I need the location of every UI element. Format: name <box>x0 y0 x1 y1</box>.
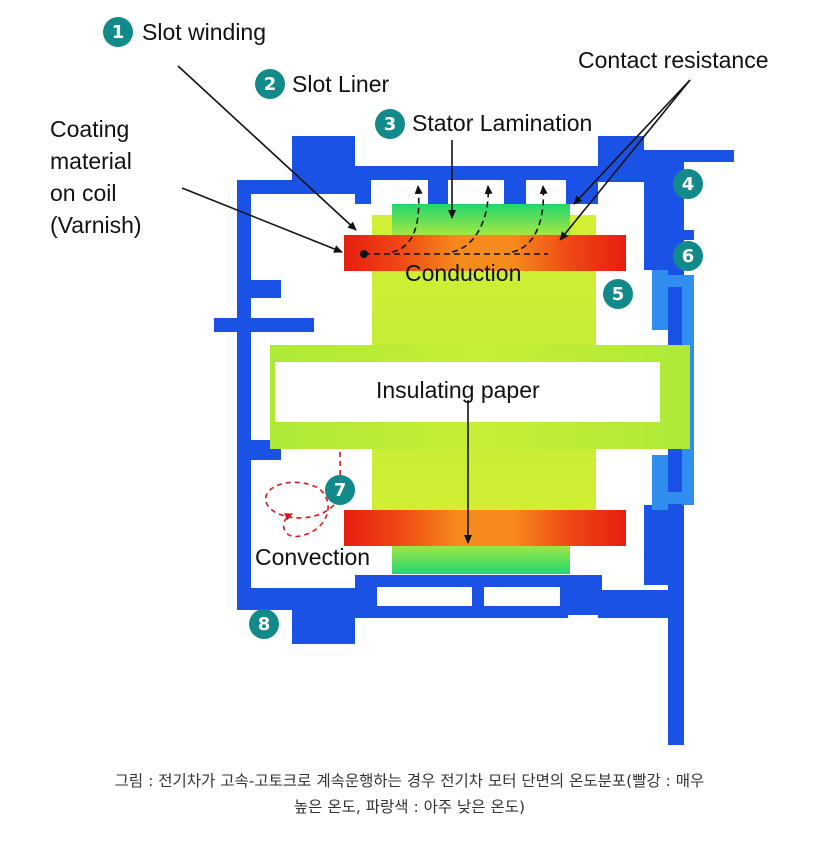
contact-resistance-label: Contact resistance <box>578 47 768 73</box>
marker-5: 5 <box>603 279 633 309</box>
coating-label-line2: material <box>50 148 132 174</box>
caption-line-1: 그림 : 전기차가 고속-고토크로 계속운행하는 경우 전기차 모터 단면의 온… <box>114 772 705 790</box>
marker-4: 4 <box>673 169 703 199</box>
svg-text:6: 6 <box>682 246 695 267</box>
marker-6: 6 <box>673 241 703 271</box>
coating-label-line3: on coil <box>50 180 116 206</box>
slot-liner-label: Slot Liner <box>292 71 390 97</box>
svg-text:1: 1 <box>112 22 125 43</box>
motor-housing <box>214 136 734 745</box>
marker-7: 7 <box>325 475 355 505</box>
conduction-paths <box>364 185 548 255</box>
svg-text:2: 2 <box>264 74 277 95</box>
conduction-label: Conduction <box>405 260 521 286</box>
motor-thermal-diagram: Slot winding Slot Liner Stator Laminatio… <box>50 17 768 745</box>
convection-label: Convection <box>255 544 370 570</box>
winding-source-point <box>360 250 368 258</box>
caption-line-2: 높은 온도, 파랑색 : 아주 낮은 온도) <box>293 798 526 816</box>
coating-label-line4: (Varnish) <box>50 212 142 238</box>
convection-swirl <box>265 451 342 538</box>
stator-lamination-label: Stator Lamination <box>412 110 592 136</box>
insulating-paper-label: Insulating paper <box>376 377 540 403</box>
svg-text:4: 4 <box>682 174 695 195</box>
marker-2: 2 <box>255 69 285 99</box>
figure-caption: 그림 : 전기차가 고속-고토크로 계속운행하는 경우 전기차 모터 단면의 온… <box>0 768 819 820</box>
svg-text:7: 7 <box>334 480 347 501</box>
svg-text:5: 5 <box>612 284 625 305</box>
slot-winding-label: Slot winding <box>142 19 266 45</box>
svg-text:8: 8 <box>258 614 271 635</box>
pointer-lines <box>177 65 691 544</box>
marker-3: 3 <box>375 109 405 139</box>
marker-8: 8 <box>249 609 279 639</box>
svg-text:3: 3 <box>384 114 397 135</box>
marker-1: 1 <box>103 17 133 47</box>
coating-label-line1: Coating <box>50 116 129 142</box>
